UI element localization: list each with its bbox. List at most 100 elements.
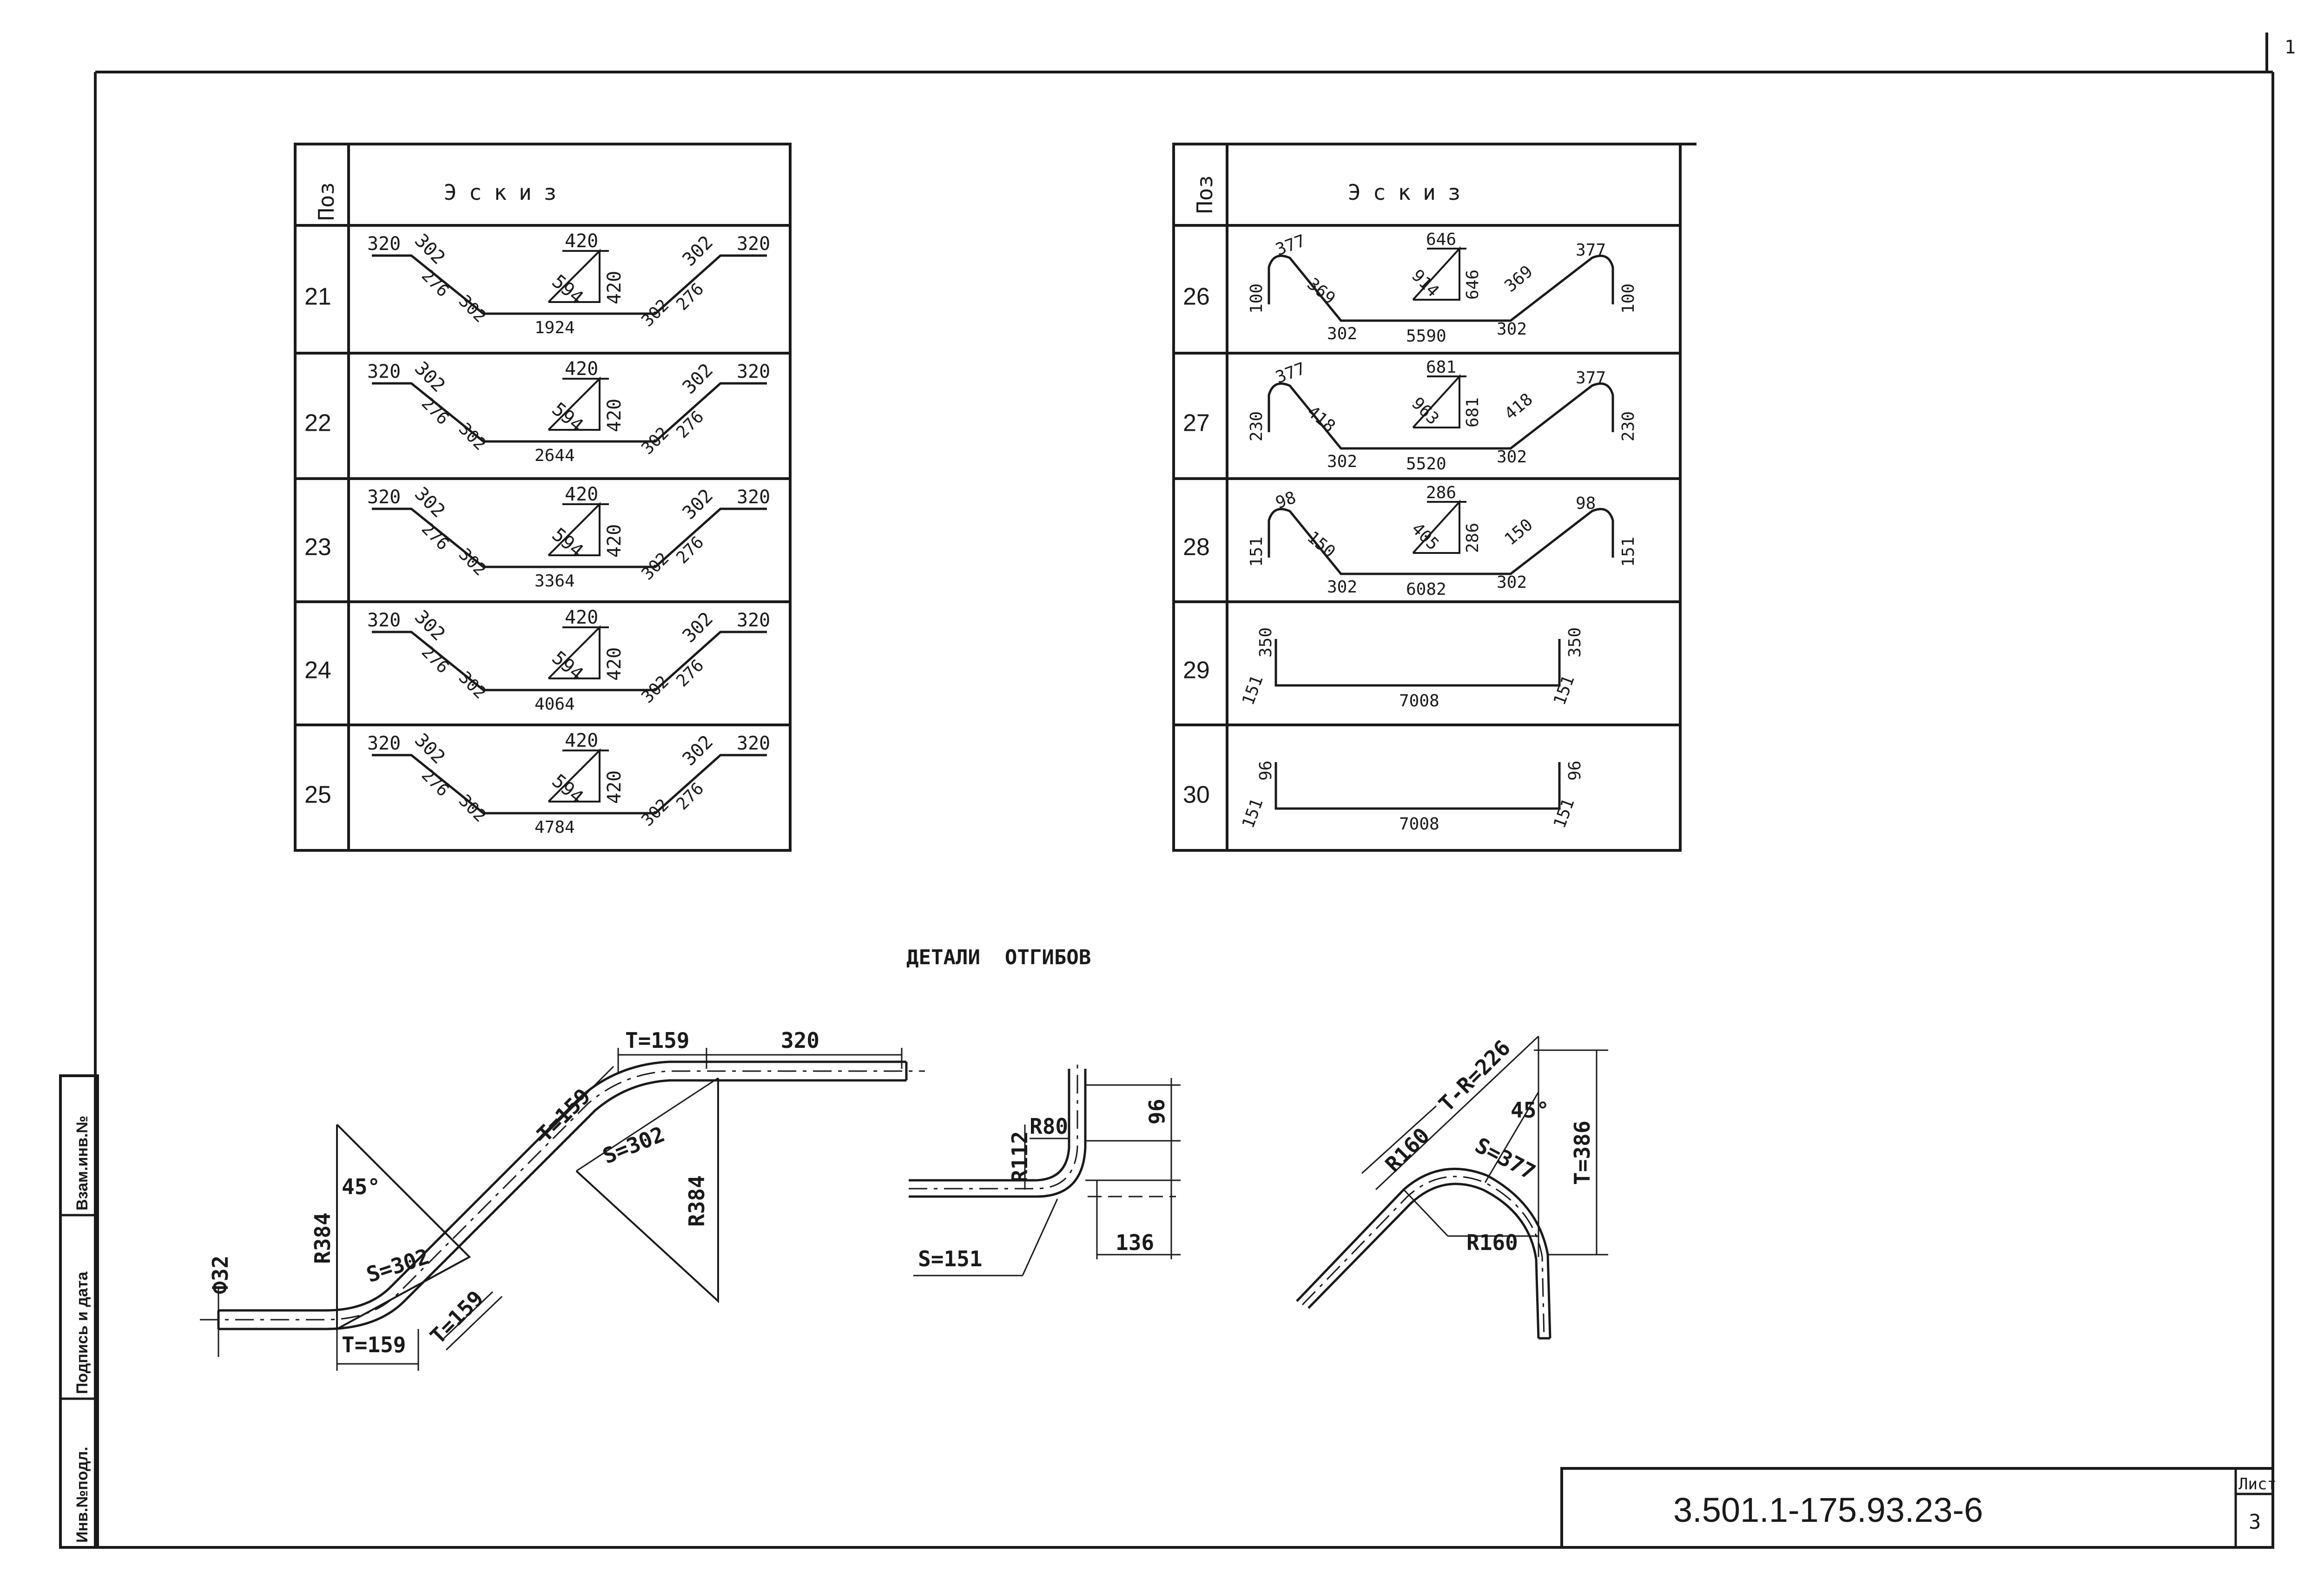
arc-right: 377 <box>1576 368 1606 388</box>
tri-v: 420 <box>604 770 625 804</box>
stamp-signature-date: Подпись и дата <box>73 1271 91 1394</box>
bend-triangle <box>1412 499 1460 554</box>
slope-bot-right: 302 <box>638 296 673 330</box>
end-left: 320 <box>367 610 401 631</box>
bottom-length: 5590 <box>1406 327 1446 346</box>
tri-v: 420 <box>604 271 625 304</box>
low-left: 302 <box>1327 324 1357 343</box>
dim-diameter: Ф32 <box>208 1256 233 1294</box>
leg-left: 276 <box>418 394 453 428</box>
hook-right: 230 <box>1619 411 1638 441</box>
detail-arc-bend: R160 T-R=226 45° S=377 T=386 R160 <box>1296 1035 1608 1340</box>
row-pos: 23 <box>304 533 331 560</box>
end-right: 320 <box>737 487 770 508</box>
slope-top-left: 302 <box>410 358 449 397</box>
arc-right: 98 <box>1576 494 1596 513</box>
bend-triangle <box>548 748 601 803</box>
bend-triangle <box>548 625 601 679</box>
row-pos: 25 <box>304 781 331 808</box>
slope-bot-left: 302 <box>455 545 490 579</box>
end-right: 320 <box>737 361 770 382</box>
foot-right: 151 <box>1550 796 1578 831</box>
end-left: 320 <box>367 487 401 508</box>
bend-triangle <box>548 376 601 431</box>
dim-angle-left: 45° <box>342 1174 380 1199</box>
bottom-length: 1924 <box>535 318 575 337</box>
end-right: 320 <box>737 233 770 255</box>
dim-tr: T-R=226 <box>1434 1035 1515 1117</box>
tri-h: 420 <box>565 230 598 252</box>
end-left: 320 <box>367 233 401 255</box>
low-left: 302 <box>1327 452 1357 471</box>
hook-right: 100 <box>1619 283 1638 314</box>
bar-shape <box>372 254 767 315</box>
leg-left: 276 <box>418 519 453 554</box>
bottom-length: 2644 <box>535 446 575 465</box>
arc-left: 377 <box>1273 359 1308 388</box>
arc-left: 377 <box>1273 231 1308 260</box>
hook-right: 350 <box>1565 627 1585 658</box>
bar-shape <box>372 631 767 691</box>
low-right: 302 <box>1497 573 1527 592</box>
details-title: ДЕТАЛИ ОТГИБОВ <box>906 946 1091 969</box>
dim-angle-right: 45° <box>1511 1098 1549 1123</box>
row-pos: 28 <box>1183 533 1210 560</box>
stamp-inv-podl: Инв.№подл. <box>73 1447 91 1543</box>
dim-len: 320 <box>781 1028 819 1053</box>
tri-v: 681 <box>1463 397 1482 428</box>
end-right: 320 <box>737 733 770 754</box>
bend-triangle <box>548 249 601 303</box>
dim-h-bot: 136 <box>1116 1230 1154 1255</box>
hook-left: 151 <box>1247 537 1266 567</box>
slope-bot-right: 302 <box>638 423 673 458</box>
right-col-sketch-header: Эскиз <box>1348 180 1472 205</box>
slope-top-left: 302 <box>410 606 449 645</box>
title-block: 3.501.1-175.93.23-6 Лист 3 <box>1560 1467 2277 1549</box>
slope-bot-right: 302 <box>638 549 673 584</box>
bar-shape <box>1274 639 1561 687</box>
side-stamp: Инв.№подл. Подпись и дата Взам.инв.№ <box>59 1074 99 1549</box>
slope-bot-left: 302 <box>455 291 490 326</box>
foot-left: 151 <box>1239 796 1267 831</box>
end-right: 320 <box>737 610 770 631</box>
bottom-length: 7008 <box>1399 691 1439 710</box>
bend-triangle <box>1412 374 1460 428</box>
bottom-length: 7008 <box>1399 815 1439 834</box>
slope-top-left: 302 <box>410 483 449 522</box>
slope-bot-left: 302 <box>455 791 490 826</box>
left-col-sketch-header: Эскиз <box>444 180 568 205</box>
leg-right: 276 <box>673 779 707 814</box>
foot-right: 151 <box>1550 673 1578 708</box>
slope-right: 150 <box>1501 515 1536 549</box>
hook-left: 350 <box>1256 627 1275 658</box>
hook-right: 96 <box>1565 761 1585 781</box>
slope-top-left: 302 <box>410 730 449 769</box>
detail-double-bend: Ф32 T=159 R384 45° S=302 T=159 T=159 T=1… <box>200 1028 925 1371</box>
left-col-pos-header: Поз <box>314 182 339 221</box>
hook-left: 96 <box>1256 761 1275 781</box>
slope-bot-right: 302 <box>638 795 673 830</box>
hook-left: 100 <box>1247 283 1266 314</box>
bar-shape <box>372 507 767 568</box>
dim-s-arc: S=377 <box>1471 1132 1540 1185</box>
sheet-number: 3 <box>2249 1510 2261 1534</box>
slope-bot-left: 302 <box>455 419 490 454</box>
leg-right: 276 <box>673 533 707 567</box>
bottom-length: 4784 <box>535 818 575 837</box>
tri-h: 420 <box>565 484 598 505</box>
sheet-frame <box>94 33 2274 1549</box>
tri-d: 963 <box>1408 394 1443 428</box>
dim-t4: T=159 <box>625 1028 689 1053</box>
hook-left: 230 <box>1247 411 1266 441</box>
dim-t3: T=159 <box>532 1084 595 1147</box>
low-left: 302 <box>1327 578 1357 597</box>
